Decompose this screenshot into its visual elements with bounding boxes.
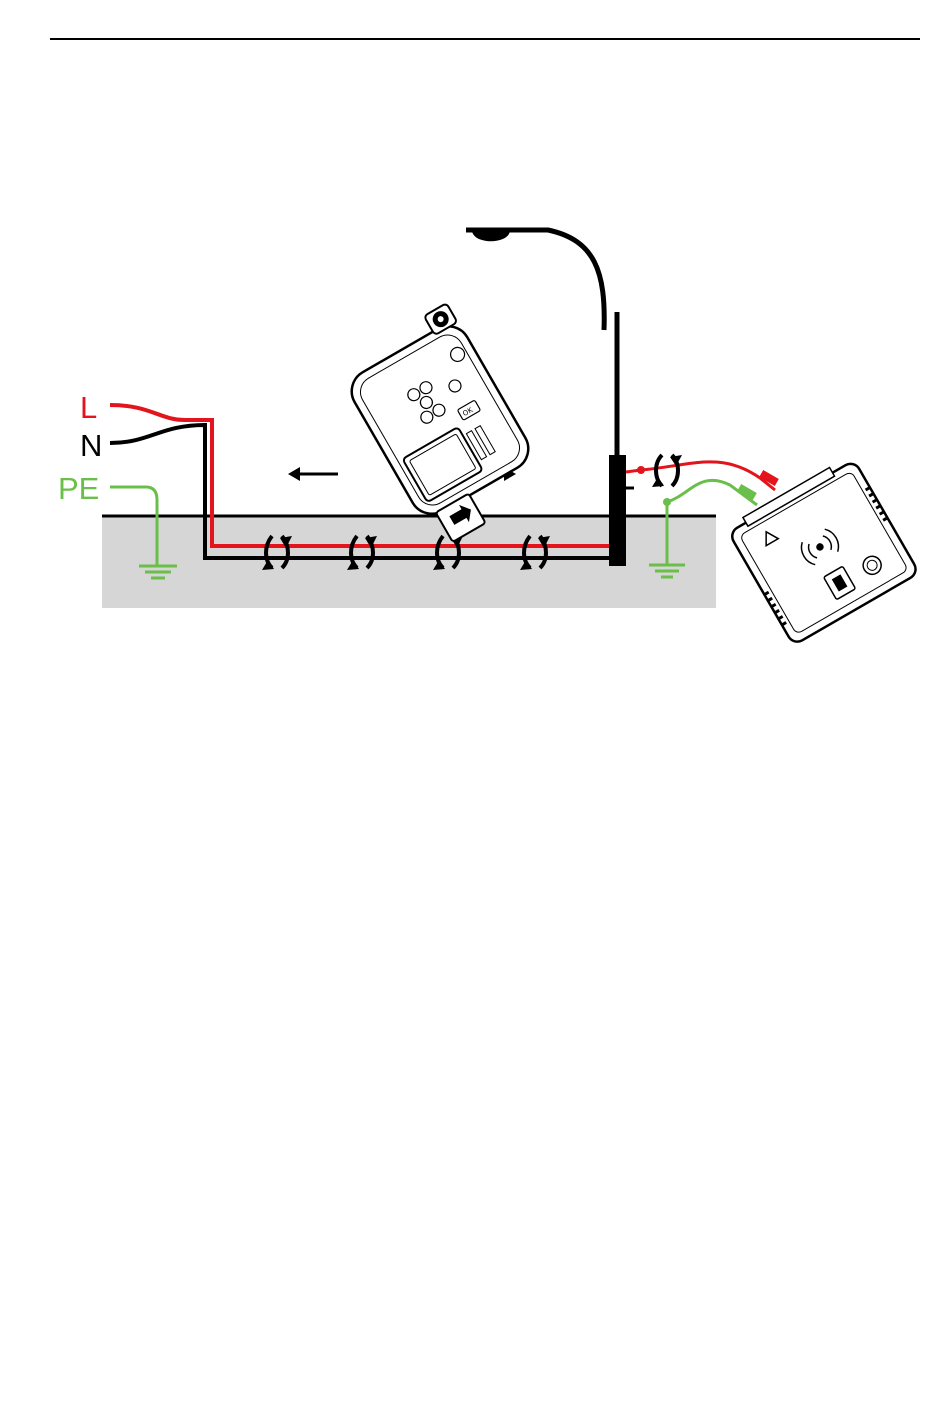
left-arrow-icon [288,467,338,481]
transmitter-device[interactable] [726,455,920,645]
lead-contact-dot [663,498,671,506]
receiver-device[interactable]: OK [335,303,553,550]
label-protective-earth: PE [58,471,99,506]
clamp-arrow-icon [652,455,682,487]
lead-contact-dot [637,466,645,474]
label-line: L [80,390,97,425]
transmitter-line-lead [626,462,775,490]
label-neutral: N [80,428,102,463]
